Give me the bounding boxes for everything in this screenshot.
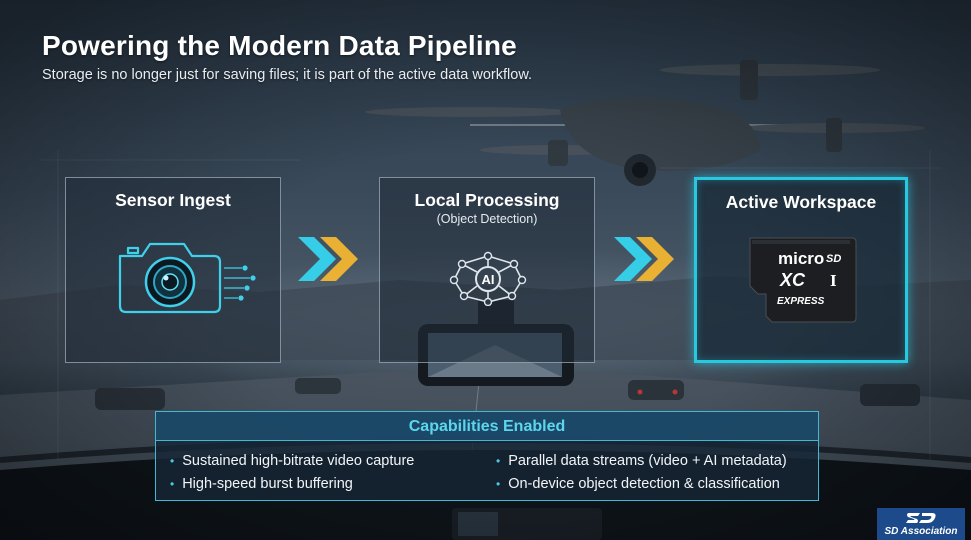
stage-title: Sensor Ingest: [115, 190, 231, 210]
card-bus-text: I: [830, 271, 837, 290]
capabilities-list-right: • Parallel data streams (video + AI metad…: [496, 450, 787, 496]
card-class-text: XC: [779, 270, 806, 290]
capability-item: • Sustained high-bitrate video capture: [170, 450, 414, 473]
stage-title: Local Processing: [414, 190, 560, 210]
capabilities-box: Capabilities Enabled • Sustained high-bit…: [155, 411, 819, 501]
capability-text: Sustained high-bitrate video capture: [182, 453, 415, 469]
capability-text: High-speed burst buffering: [182, 476, 353, 492]
bullet-icon: •: [496, 477, 501, 491]
stage-active-workspace: Active Workspace micro SD XC I EXPRESS: [694, 177, 908, 363]
microsd-card-icon: micro SD XC I EXPRESS: [749, 237, 857, 323]
ai-network-icon: AI: [449, 251, 527, 306]
camera-icon: [118, 242, 256, 314]
stage-title: Active Workspace: [725, 192, 877, 212]
card-brand-text: micro: [778, 249, 824, 268]
stage-sensor-ingest: Sensor Ingest: [65, 177, 281, 363]
capabilities-list-left: • Sustained high-bitrate video capture • H…: [170, 450, 414, 496]
logo-text: SD Association: [884, 526, 958, 537]
bullet-icon: •: [496, 454, 501, 468]
double-chevron-right-icon: [614, 237, 674, 281]
capability-item: • On-device object detection & classifica…: [496, 473, 787, 496]
capabilities-header: Capabilities Enabled: [156, 412, 818, 441]
slide-subtitle: Storage is no longer just for saving fil…: [42, 67, 533, 83]
svg-text:AI: AI: [482, 272, 495, 287]
sd-association-logo: SD Association: [877, 508, 965, 540]
stage-subtitle: (Object Detection): [436, 212, 538, 226]
sd-logo-mark: [906, 513, 936, 523]
capability-item: • High-speed burst buffering: [170, 473, 414, 496]
stage-local-processing: Local Processing (Object Detection) AI: [379, 177, 595, 363]
slide-title: Powering the Modern Data Pipeline: [42, 30, 517, 61]
capability-item: • Parallel data streams (video + AI metad…: [496, 450, 787, 473]
capability-text: On-device object detection & classificat…: [508, 476, 780, 492]
bullet-icon: •: [170, 454, 175, 468]
double-chevron-right-icon: [298, 237, 358, 281]
card-variant-text: EXPRESS: [777, 296, 825, 307]
capability-text: Parallel data streams (video + AI metada…: [508, 453, 787, 469]
card-sd-mark: SD: [826, 253, 841, 265]
bullet-icon: •: [170, 477, 175, 491]
